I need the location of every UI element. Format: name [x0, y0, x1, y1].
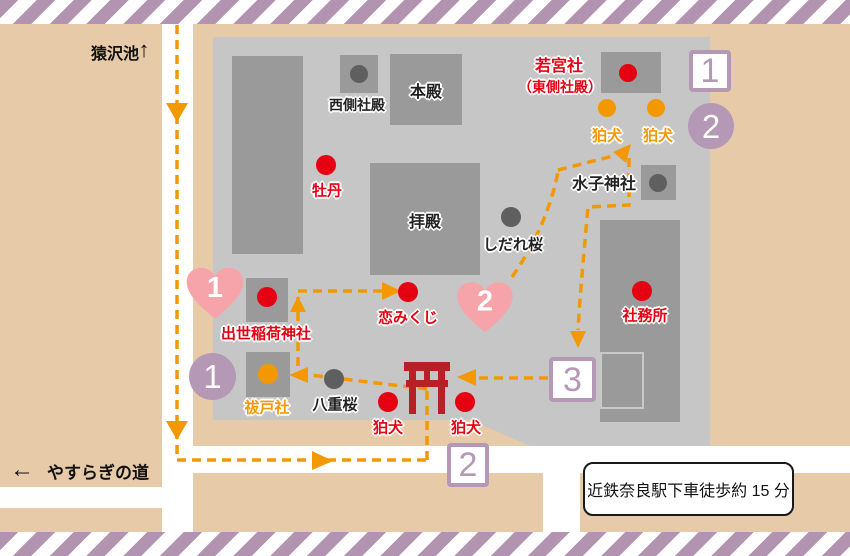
- heart-icon: [186, 267, 244, 319]
- road-south-stub: [543, 473, 580, 532]
- marker-heart-2: 2: [454, 281, 516, 334]
- marker-square-2: 2: [447, 443, 489, 487]
- building-honden: [390, 54, 462, 125]
- spot-dot-shusse-inari: [257, 287, 277, 307]
- label-komainu-ne-1: 狛犬: [591, 127, 623, 145]
- label-yasuragi-road: やすらぎの道: [47, 463, 149, 483]
- label-shidare-zakura: しだれ桜: [482, 236, 544, 254]
- building-west-hall: [232, 56, 303, 254]
- north-arrow-icon: ↑: [138, 37, 150, 62]
- label-haraedo: 祓戸社: [244, 399, 290, 417]
- road-horizontal-west: [0, 487, 162, 508]
- label-haiden: 拝殿: [408, 214, 442, 231]
- marker-square-3: 3: [549, 357, 596, 402]
- spot-dot-wakamiya: [619, 64, 637, 82]
- square-2-number: 2: [458, 446, 478, 484]
- spot-dot-komainu-s-1: [378, 392, 398, 412]
- marker-circle-2: 2: [688, 103, 734, 149]
- shamusho-inner-room: [600, 352, 644, 409]
- marker-square-1: 1: [689, 50, 731, 92]
- spot-dot-west-shaden: [350, 65, 368, 83]
- station-note: 近鉄奈良駅下車徒歩約 15 分: [583, 462, 794, 516]
- torii-icon: [404, 362, 450, 414]
- spot-dot-yae-zakura: [324, 369, 344, 389]
- spot-dot-shidare-zakura: [501, 207, 521, 227]
- marker-circle-1: 1: [189, 353, 236, 400]
- label-botan: 牡丹: [311, 182, 343, 200]
- station-note-text: 近鉄奈良駅下車徒歩約 15 分: [587, 483, 790, 500]
- label-shusse-inari: 出世稲荷神社: [220, 325, 312, 343]
- heart-icon: [457, 282, 513, 333]
- decorative-stripe-bottom: [0, 532, 850, 556]
- circle-1-number: 1: [203, 358, 222, 395]
- label-mizuko: 水子神社: [571, 176, 637, 193]
- building-haiden: [370, 163, 480, 275]
- square-1-number: 1: [700, 52, 720, 90]
- decorative-stripe-top: [0, 0, 850, 24]
- label-sarusawa-pond: 猿沢池: [90, 46, 140, 63]
- west-arrow-icon: ←: [10, 456, 34, 483]
- spot-dot-botan: [316, 155, 336, 175]
- label-komainu-ne-2: 狛犬: [642, 127, 674, 145]
- spot-dot-mizuko: [649, 174, 667, 192]
- label-wakamiya: 若宮社: [534, 58, 584, 75]
- label-shamusho: 社務所: [622, 307, 668, 325]
- label-west-shaden: 西側社殿: [329, 97, 385, 113]
- marker-heart-1: 1: [183, 266, 247, 320]
- spot-dot-haraedo: [258, 364, 278, 384]
- label-honden: 本殿: [409, 84, 443, 101]
- label-koi-mikuji: 恋みくじ: [377, 309, 439, 327]
- spot-dot-shamusho: [632, 281, 652, 301]
- square-3-number: 3: [563, 360, 582, 399]
- heart-2-number: 2: [476, 285, 494, 318]
- spot-dot-komainu-ne-2: [647, 99, 665, 117]
- label-yae-zakura: 八重桜: [312, 396, 358, 414]
- label-komainu-s-2: 狛犬: [450, 419, 482, 437]
- heart-1-number: 1: [206, 271, 224, 304]
- label-wakamiya-sub: （東側社殿）: [518, 79, 602, 95]
- spot-dot-komainu-s-2: [455, 392, 475, 412]
- spot-dot-komainu-ne-1: [598, 99, 616, 117]
- label-komainu-s-1: 狛犬: [372, 419, 404, 437]
- circle-2-number: 2: [701, 107, 721, 145]
- spot-dot-koi-mikuji: [398, 282, 418, 302]
